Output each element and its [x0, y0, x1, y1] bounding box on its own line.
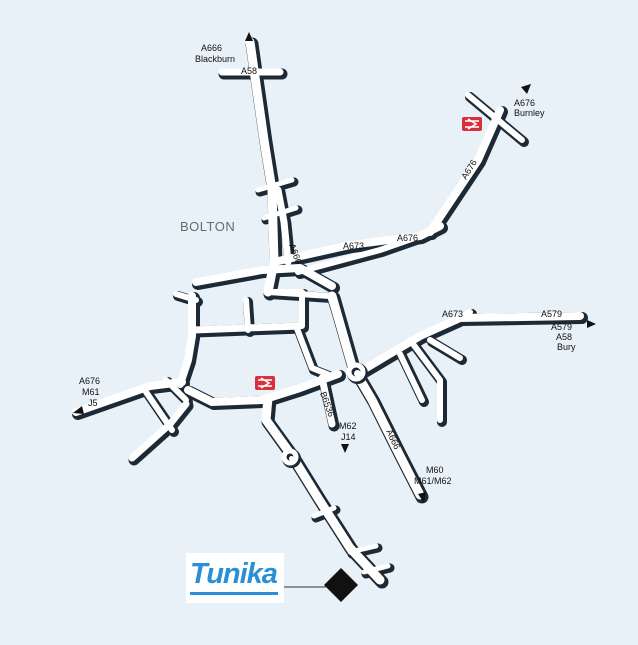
direction-arrows	[73, 32, 596, 503]
diag-ring-link	[265, 289, 357, 371]
road-label-a673-east: A673	[442, 309, 463, 319]
east-arrow-icon	[587, 320, 596, 328]
dest-se-line1: M60	[426, 465, 444, 475]
east-grid-1	[407, 337, 443, 423]
rail-station-icon	[462, 117, 482, 131]
company-logo: Tunika	[186, 553, 284, 603]
dest-east-line1: A579	[551, 322, 572, 332]
location-marker-icon	[324, 568, 358, 602]
road-label-a579-east: A579	[541, 309, 562, 319]
logo-underline	[190, 592, 278, 595]
dest-west-line1: A676	[79, 376, 100, 386]
east-grid-2	[427, 337, 463, 361]
dest-north-line2: Blackburn	[195, 54, 235, 64]
ring-inner-4	[293, 323, 335, 379]
a666-cross-2	[261, 205, 299, 221]
ring-west	[176, 292, 196, 388]
dest-east-line3: Bury	[557, 342, 576, 352]
south-cross-3	[361, 563, 391, 575]
spoke-nw	[173, 291, 199, 303]
dest-south-line2: J14	[341, 432, 356, 442]
road-label-a676-ring: A676	[397, 233, 418, 243]
ring-south	[184, 370, 342, 406]
a579-spur	[457, 309, 473, 321]
west-spur-2	[143, 389, 175, 433]
a666-cross-1	[255, 177, 295, 193]
ring-inner-2	[243, 297, 251, 333]
a666-north-branch	[274, 186, 292, 266]
roundabout-centre	[346, 362, 366, 382]
northeast-arrow-icon	[521, 84, 531, 94]
roundabout-south	[281, 448, 299, 466]
dest-west-line3: J5	[88, 398, 98, 408]
a676-ne-road	[426, 106, 504, 236]
dest-north-line1: A666	[201, 43, 222, 53]
southeast-arrow-icon	[418, 492, 426, 503]
west-arrow-icon	[73, 406, 84, 414]
logo-wordmark: Tunika	[190, 558, 278, 590]
b6536-road	[318, 374, 336, 428]
dest-ne-line1: A676	[514, 98, 535, 108]
south-arrow-icon	[341, 444, 349, 453]
east-grid-3	[397, 351, 425, 403]
west-spur-3	[163, 377, 189, 403]
east-road	[352, 312, 584, 378]
east-road-shadow	[352, 312, 588, 382]
ring-north	[192, 264, 336, 290]
town-label: BOLTON	[180, 219, 235, 234]
dest-ne-line2: Burnley	[514, 108, 545, 118]
north-arrow-icon	[245, 32, 253, 41]
road-label-a58: A58	[241, 66, 257, 76]
dest-east-line2: A58	[556, 332, 572, 342]
rail-station-icon	[255, 376, 275, 390]
a673-inner	[295, 233, 423, 275]
dest-se-line2: M61/M62	[414, 476, 452, 486]
dest-south-line1: M62	[339, 421, 357, 431]
south-cross-1	[311, 505, 337, 519]
road-label-a673-north: A673	[343, 241, 364, 251]
road-network	[72, 37, 588, 589]
south-cross-2	[347, 543, 379, 555]
dest-west-line2: M61	[82, 387, 100, 397]
a676-ne-cross	[465, 92, 525, 143]
